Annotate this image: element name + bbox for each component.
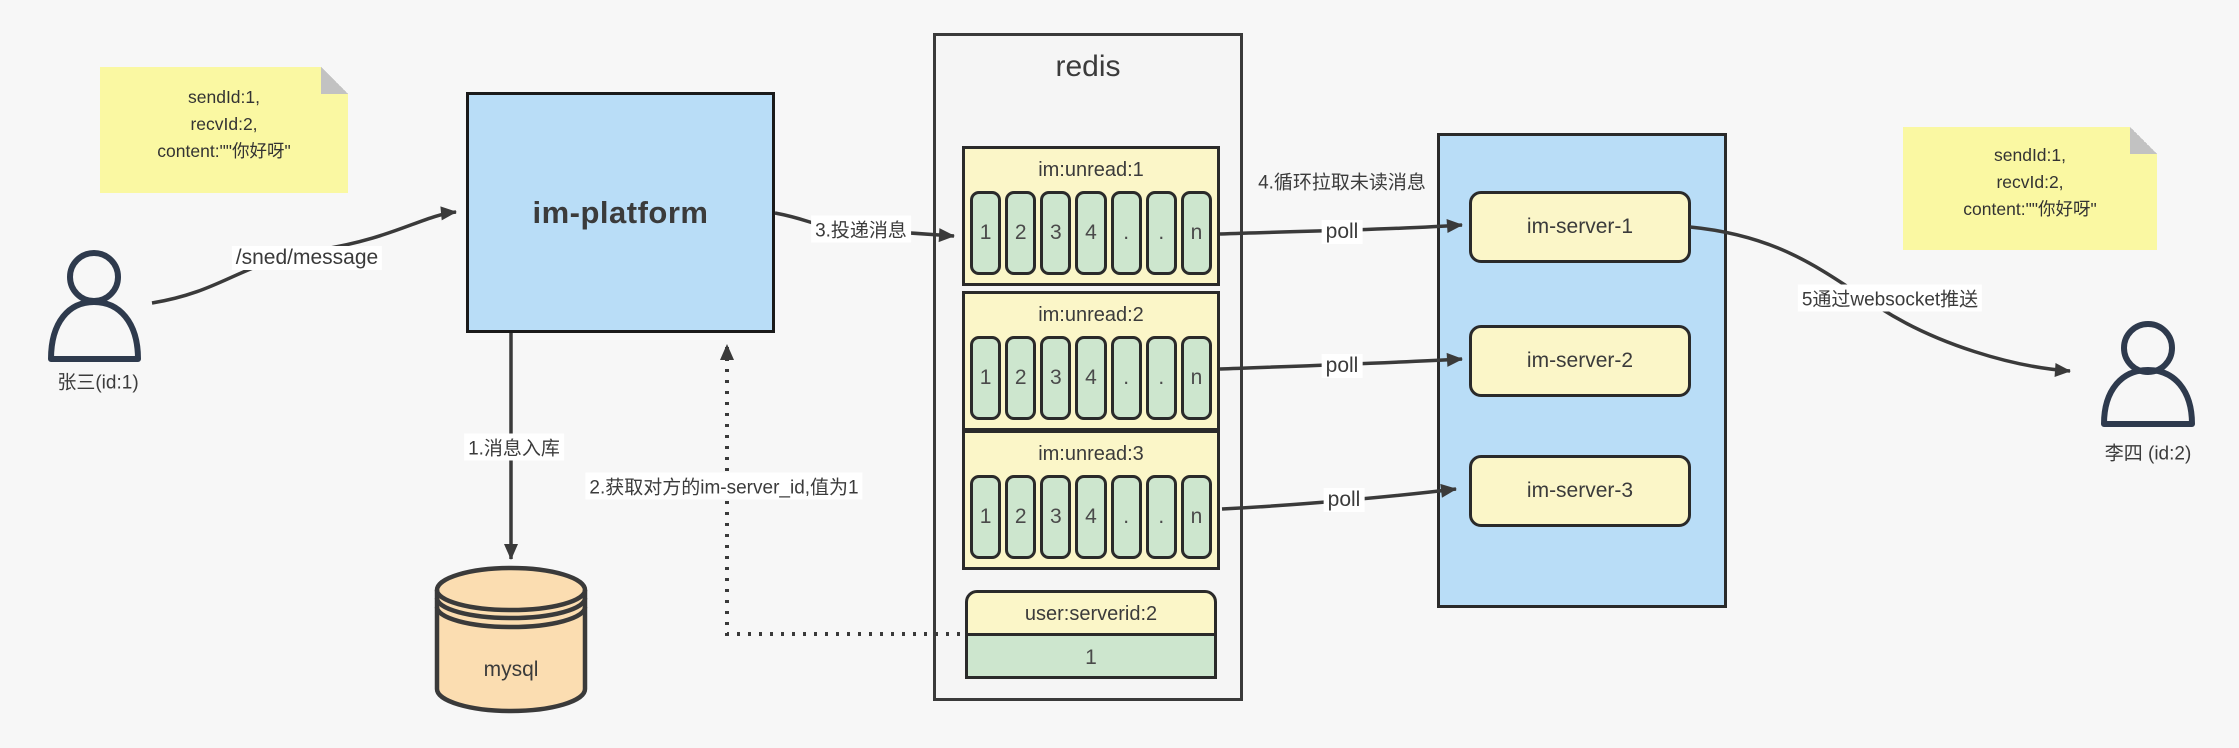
sender-person-icon: [48, 250, 141, 362]
mysql-label: mysql: [484, 658, 539, 681]
im-server-3-box: im-server-3: [1469, 455, 1691, 527]
queue-cell: n: [1180, 191, 1212, 275]
redis-title: redis: [1055, 50, 1121, 83]
queue-cell: .: [1145, 191, 1177, 275]
unread-queue-1: im:unread:1 1 2 3 4 . . n: [962, 146, 1220, 286]
queue-cell: .: [1145, 475, 1177, 559]
poll-label-3: poll: [1323, 488, 1365, 512]
note-line-content: content:""你好呀": [157, 141, 291, 161]
queue-header: im:unread:3: [1038, 443, 1144, 465]
queue-cell: 3: [1040, 191, 1072, 275]
mysql-database-icon: mysql: [434, 565, 588, 714]
queue-cell: .: [1110, 191, 1142, 275]
step4-label: 4.循环拉取未读消息: [1258, 172, 1426, 194]
queue-header: im:unread:2: [1038, 304, 1144, 326]
queue-cell: 4: [1075, 475, 1107, 559]
redis-container: redis im:unread:1 1 2 3 4 . . n im:unrea…: [933, 33, 1243, 701]
note-fold-corner: [321, 67, 348, 94]
im-server-label: im-server-2: [1526, 349, 1634, 372]
receiver-person-icon: [2101, 321, 2195, 427]
queue-cell: 3: [1040, 475, 1072, 559]
sender-name-label: 张三(id:1): [57, 372, 139, 394]
queue-cell: 2: [1005, 191, 1037, 275]
queue-cell: 4: [1075, 336, 1107, 420]
poll-label-1: poll: [1321, 220, 1363, 244]
queue-cell: .: [1110, 475, 1142, 559]
step2-label: 2.获取对方的im-server_id,值为1: [585, 472, 863, 500]
note-line-content: content:""你好呀": [1963, 199, 2097, 219]
unread-queue-2: im:unread:2 1 2 3 4 . . n: [962, 291, 1220, 431]
queue-cell: 1: [970, 191, 1002, 275]
queue-cell: 3: [1040, 336, 1072, 420]
step5-label: 5通过websocket推送: [1797, 284, 1983, 312]
receiver-name-label: 李四 (id:2): [2104, 443, 2192, 465]
api-path-label: /sned/message: [231, 246, 383, 270]
note-line-recvid: recvId:2,: [1996, 172, 2064, 192]
note-fold-corner: [2130, 127, 2157, 154]
im-platform-box: im-platform: [466, 92, 775, 333]
user-serverid-header: user:serverid:2: [965, 590, 1217, 636]
queue-cell: .: [1145, 336, 1177, 420]
unread-queue-3: im:unread:3 1 2 3 4 . . n: [962, 430, 1220, 570]
im-server-label: im-server-3: [1526, 479, 1634, 502]
im-server-label: im-server-1: [1526, 215, 1634, 238]
im-server-2-box: im-server-2: [1469, 325, 1691, 397]
note-line-sendid: sendId:1,: [1994, 145, 2066, 165]
receiver-message-note: sendId:1, recvId:2, content:""你好呀": [1903, 127, 2157, 250]
note-line-recvid: recvId:2,: [190, 114, 258, 134]
poll-label-2: poll: [1321, 354, 1363, 378]
user-serverid-value: 1: [965, 633, 1217, 679]
sender-message-note: sendId:1, recvId:2, content:""你好呀": [100, 67, 348, 193]
step1-label: 1.消息入库: [464, 433, 564, 461]
queue-cells: 1 2 3 4 . . n: [965, 336, 1217, 426]
step3-label: 3.投递消息: [811, 215, 911, 243]
queue-cell: 2: [1005, 336, 1037, 420]
queue-cell: n: [1180, 336, 1212, 420]
queue-cell: 1: [970, 475, 1002, 559]
queue-cells: 1 2 3 4 . . n: [965, 191, 1217, 281]
im-platform-label: im-platform: [532, 194, 709, 230]
note-line-sendid: sendId:1,: [188, 87, 260, 107]
queue-cell: n: [1180, 475, 1212, 559]
queue-cell: .: [1110, 336, 1142, 420]
queue-cell: 1: [970, 336, 1002, 420]
im-server-1-box: im-server-1: [1469, 191, 1691, 263]
queue-header: im:unread:1: [1038, 159, 1144, 181]
user-serverid-box: user:serverid:2 1: [965, 590, 1217, 679]
queue-cells: 1 2 3 4 . . n: [965, 475, 1217, 565]
queue-cell: 2: [1005, 475, 1037, 559]
im-server-group: im-server-1 im-server-2 im-server-3: [1437, 133, 1727, 608]
queue-cell: 4: [1075, 191, 1107, 275]
